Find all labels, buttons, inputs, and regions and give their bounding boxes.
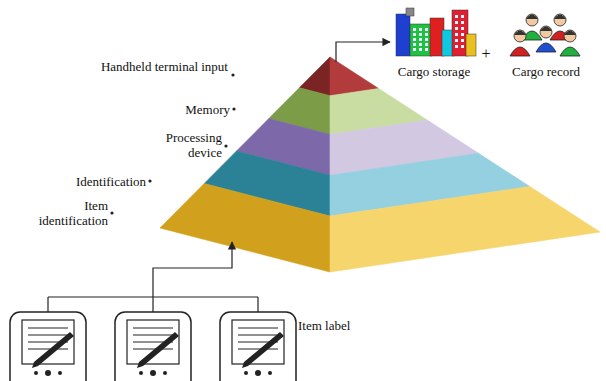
terminal-caption: Item label bbox=[298, 318, 370, 333]
leader-dot bbox=[224, 144, 227, 147]
window bbox=[419, 28, 422, 31]
wire bbox=[257, 297, 258, 312]
person-head bbox=[526, 14, 538, 26]
person-body bbox=[510, 47, 530, 56]
terminal-button bbox=[58, 371, 62, 375]
cargo-record-icon bbox=[510, 14, 580, 56]
person-hair bbox=[540, 27, 552, 32]
cargo-storage-icon bbox=[396, 8, 476, 56]
pyramid-left-band bbox=[160, 184, 330, 272]
output-arrow bbox=[336, 42, 390, 62]
screen-line bbox=[238, 328, 278, 329]
window bbox=[419, 38, 422, 41]
stylus bbox=[32, 332, 74, 368]
input-wires bbox=[48, 242, 258, 312]
wire bbox=[47, 297, 48, 312]
leader-dot bbox=[232, 107, 235, 110]
window bbox=[413, 28, 416, 31]
window bbox=[461, 27, 464, 30]
handheld-terminals bbox=[10, 312, 296, 381]
screen-line bbox=[238, 349, 278, 350]
screen-line bbox=[28, 328, 68, 329]
terminal-button bbox=[139, 371, 143, 375]
window bbox=[413, 43, 416, 46]
layer-label: Item identification bbox=[28, 198, 108, 228]
terminal-button bbox=[45, 370, 51, 376]
icon-caption: Cargo record bbox=[504, 64, 588, 79]
window bbox=[425, 28, 428, 31]
window bbox=[461, 15, 464, 18]
terminal-button bbox=[34, 371, 38, 375]
window bbox=[461, 45, 464, 48]
stylus bbox=[242, 332, 284, 368]
window bbox=[455, 15, 458, 18]
window bbox=[413, 48, 416, 51]
terminal-button bbox=[255, 370, 261, 376]
screen-line bbox=[133, 335, 173, 336]
layer-label: Identification bbox=[36, 174, 146, 189]
window bbox=[425, 48, 428, 51]
window bbox=[455, 39, 458, 42]
person-hair bbox=[526, 15, 538, 20]
person-hair bbox=[554, 15, 566, 20]
terminal-button bbox=[150, 370, 156, 376]
person-head bbox=[554, 14, 566, 26]
icon-caption: Cargo storage bbox=[386, 64, 482, 79]
building bbox=[466, 34, 476, 56]
layer-label: Memory bbox=[140, 102, 230, 117]
building bbox=[452, 10, 468, 56]
screen-line bbox=[133, 328, 173, 329]
window bbox=[425, 33, 428, 36]
wire bbox=[152, 297, 153, 312]
window bbox=[413, 33, 416, 36]
window bbox=[425, 38, 428, 41]
layer-label: Handheld terminal input bbox=[98, 59, 228, 74]
terminal-button bbox=[268, 371, 272, 375]
input-arrow bbox=[153, 242, 232, 297]
window bbox=[419, 33, 422, 36]
layer-label: Processing device bbox=[140, 130, 222, 160]
window bbox=[461, 21, 464, 24]
person-hair bbox=[564, 31, 576, 36]
window bbox=[455, 45, 458, 48]
leader-dot bbox=[231, 73, 234, 76]
stylus bbox=[137, 332, 179, 368]
terminal-body bbox=[115, 312, 191, 381]
window bbox=[455, 21, 458, 24]
person-body bbox=[560, 47, 580, 56]
window bbox=[461, 39, 464, 42]
terminal-body bbox=[220, 312, 296, 381]
person-head bbox=[514, 30, 526, 42]
window bbox=[455, 33, 458, 36]
window bbox=[419, 48, 422, 51]
person-body bbox=[536, 43, 556, 52]
leader-dot bbox=[148, 179, 151, 182]
person-hair bbox=[514, 31, 526, 36]
building bbox=[396, 14, 410, 56]
building bbox=[410, 24, 432, 56]
pyramid-right-band bbox=[330, 187, 600, 273]
screen-line bbox=[238, 335, 278, 336]
window bbox=[413, 38, 416, 41]
person-head bbox=[564, 30, 576, 42]
terminal-button bbox=[163, 371, 167, 375]
screen-line bbox=[28, 349, 68, 350]
screen-line bbox=[28, 335, 68, 336]
leader-dot bbox=[110, 211, 113, 214]
window bbox=[461, 33, 464, 36]
window bbox=[425, 43, 428, 46]
building bbox=[406, 8, 414, 16]
terminal-body bbox=[10, 312, 86, 381]
window bbox=[455, 27, 458, 30]
plus-sign: + bbox=[478, 46, 494, 61]
window bbox=[419, 43, 422, 46]
person-head bbox=[540, 26, 552, 38]
screen-line bbox=[133, 349, 173, 350]
terminal-button bbox=[244, 371, 248, 375]
